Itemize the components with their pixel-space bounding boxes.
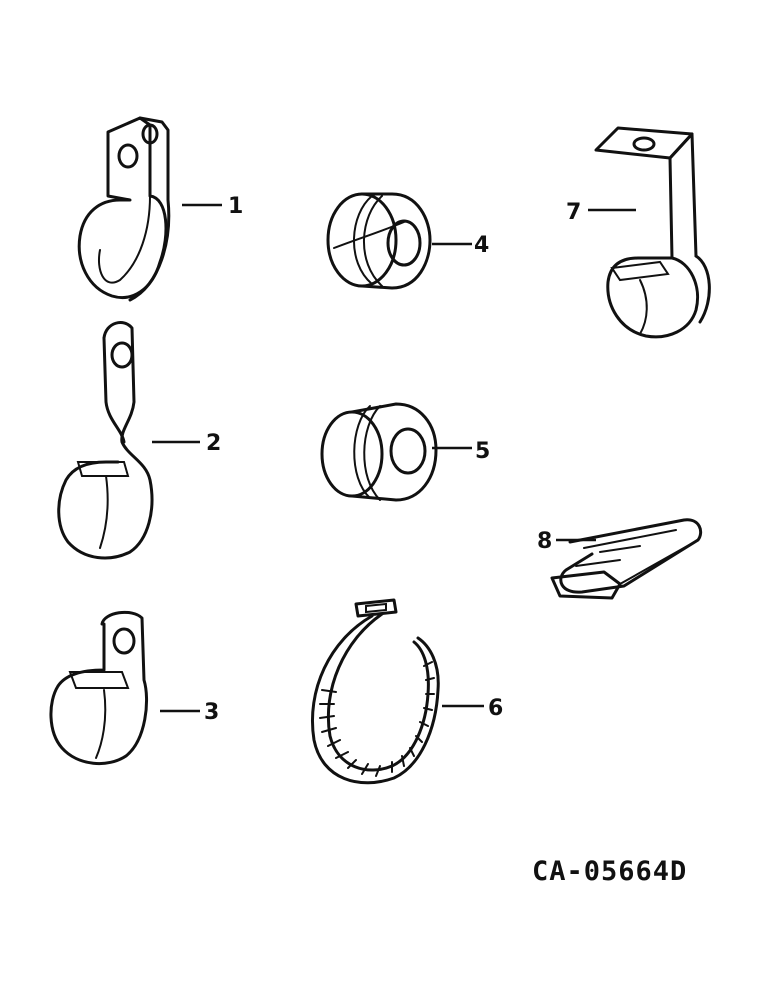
part-5-grommet xyxy=(320,402,438,502)
part-1-clamp xyxy=(77,116,171,302)
callout-8: 8 xyxy=(537,529,552,554)
callout-1: 1 xyxy=(228,194,243,219)
part-4-grommet xyxy=(326,192,432,290)
callout-4: 4 xyxy=(474,233,489,258)
part-7-bracket xyxy=(594,126,711,339)
callout-3: 3 xyxy=(204,700,219,725)
callout-7: 7 xyxy=(566,200,581,225)
part-3-clamp xyxy=(49,610,149,766)
callout-2: 2 xyxy=(206,431,221,456)
part-8-clip xyxy=(550,518,703,600)
part-2-clamp xyxy=(57,321,154,560)
part-6-strap xyxy=(311,598,440,785)
drawing-code: CA-05664D xyxy=(532,856,687,887)
callout-6: 6 xyxy=(488,696,503,721)
callout-5: 5 xyxy=(475,439,490,464)
